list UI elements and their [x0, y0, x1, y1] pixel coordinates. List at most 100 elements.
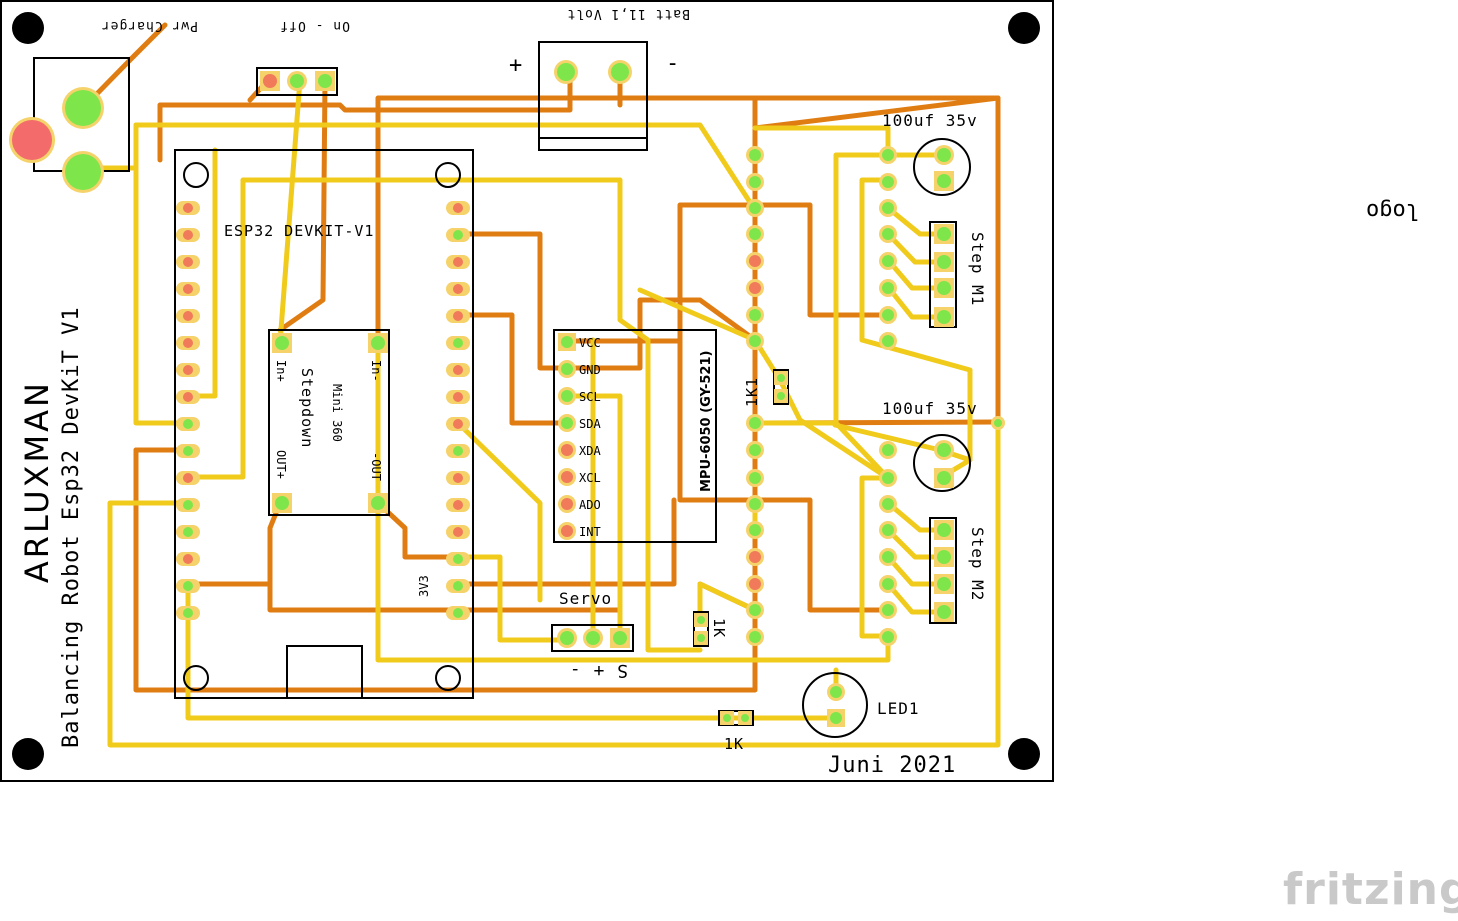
resistor-1k-a-outline	[693, 611, 709, 647]
stepper-m2-pad	[937, 577, 951, 591]
header-pad	[749, 551, 761, 563]
switch-pad	[290, 74, 304, 88]
fritzing-logo: fritzing	[1283, 864, 1458, 915]
mpu-label: MPU-6050 (GY-521)	[699, 351, 714, 492]
esp32-left-pin	[183, 527, 193, 537]
capacitor-c1-outline	[913, 138, 971, 196]
stepper-m1-pad	[937, 310, 951, 324]
stepper-header-pad	[882, 335, 894, 347]
esp32-label: ESP32 DEVKIT-V1	[224, 222, 374, 240]
top-traces	[80, 77, 1001, 748]
resistor-1k1-label: 1K1	[743, 377, 761, 407]
charger-pad	[65, 154, 101, 190]
mounting-hole	[12, 738, 44, 770]
esp32-right-pin	[453, 230, 463, 240]
capacitor-c2-pad	[937, 443, 951, 457]
esp32-right-pin	[453, 419, 463, 429]
capacitor-c2-pad	[937, 471, 951, 485]
mpu-pin-label: ADO	[579, 498, 601, 512]
esp32-right-pin	[453, 446, 463, 456]
stepdown-pad	[275, 496, 289, 510]
header-pad	[749, 524, 761, 536]
esp32-left-pin	[183, 473, 193, 483]
header-pad	[749, 578, 761, 590]
esp32-left-pin	[183, 257, 193, 267]
stepper-header-pad	[882, 604, 894, 616]
header-pad	[749, 202, 761, 214]
servo-label: Servo	[559, 589, 612, 608]
stepper-header-pad	[882, 176, 894, 188]
led-pad	[830, 686, 842, 698]
header-pad	[749, 282, 761, 294]
mpu-pad	[561, 336, 573, 348]
mpu-pin-label: SCL	[579, 390, 601, 404]
header-pad	[749, 472, 761, 484]
component-outlines	[33, 41, 971, 738]
capacitor-c1-pad	[937, 148, 951, 162]
charger-label: Pwr Charger	[101, 18, 198, 33]
esp32-left-pin	[183, 392, 193, 402]
stepper-header-pad	[882, 255, 894, 267]
capacitor-c2-pad	[994, 419, 1002, 427]
resistor-1k1-pad	[777, 374, 785, 382]
board-date: Juni 2021	[828, 753, 956, 778]
pads	[9, 60, 1005, 727]
board-outline	[0, 0, 1054, 782]
battery-minus-label: -	[666, 51, 680, 76]
esp32-left-pin	[183, 608, 193, 618]
mpu-pin-label: SDA	[579, 417, 601, 431]
battery-pad	[611, 63, 629, 81]
esp32-left-pin	[183, 554, 193, 564]
esp32-3v3-label: 3V3	[417, 575, 431, 597]
servo-pad	[586, 631, 600, 645]
esp32-right-pin	[453, 311, 463, 321]
battery-pad	[557, 63, 575, 81]
resistor-1k1-outline	[773, 369, 789, 405]
esp32-left-pin	[183, 203, 193, 213]
esp32-left-pin	[183, 419, 193, 429]
silkscreen: ARLUXMAN Balancing Robot Esp32 DevKiT V1…	[18, 6, 987, 778]
esp32-right-pin	[453, 365, 463, 375]
capacitor-c1-label: 100uf 35v	[882, 111, 978, 130]
mpu-pin-label: XCL	[579, 471, 601, 485]
esp32-left-pin	[183, 311, 193, 321]
header-pad	[749, 444, 761, 456]
stepper-header-pad	[882, 282, 894, 294]
stepdown-in-minus: In-	[369, 360, 383, 382]
mpu-pad	[561, 444, 573, 456]
header-pad	[749, 631, 761, 643]
esp32-right-pin	[453, 527, 463, 537]
esp32-right-pin	[453, 500, 463, 510]
mpu-pad	[561, 498, 573, 510]
stepper-header-pad	[882, 472, 894, 484]
charger-pad	[12, 120, 52, 160]
capacitor-c2-label: 100uf 35v	[882, 399, 978, 418]
stepdown-model: Mini 360	[330, 384, 344, 442]
esp32-left-pin	[183, 230, 193, 240]
battery-label: Batt 11,1 Volt	[566, 6, 690, 21]
capacitor-c1-pad	[937, 174, 951, 188]
stepdown-out-minus: -OUT	[369, 452, 383, 481]
board-title: ARLUXMAN	[18, 380, 56, 583]
esp32-left-pin	[183, 500, 193, 510]
esp32-left-pin	[183, 446, 193, 456]
stepper-header-pad	[882, 202, 894, 214]
logo-text: logo	[1366, 198, 1419, 223]
esp32-right-pin	[453, 284, 463, 294]
switch-label: On - Off	[279, 18, 350, 33]
stepdown-out-plus: OUT+	[274, 450, 288, 479]
stepper-header-pad	[882, 149, 894, 161]
header-pad	[749, 228, 761, 240]
mpu-pin-label: INT	[579, 525, 601, 539]
stepper-m2-pad	[937, 605, 951, 619]
stepper-m2-outline	[929, 517, 957, 624]
mounting-holes	[12, 12, 1040, 770]
resistor-1k-b-label: 1K	[724, 735, 744, 753]
led-pad	[830, 712, 842, 724]
mounting-hole	[1008, 12, 1040, 44]
resistor-1k-a-pad	[697, 634, 705, 642]
resistor-1k1-pad	[777, 392, 785, 400]
header-pad	[749, 176, 761, 188]
esp32-right-pin	[453, 338, 463, 348]
stepper-header-pad	[882, 309, 894, 321]
